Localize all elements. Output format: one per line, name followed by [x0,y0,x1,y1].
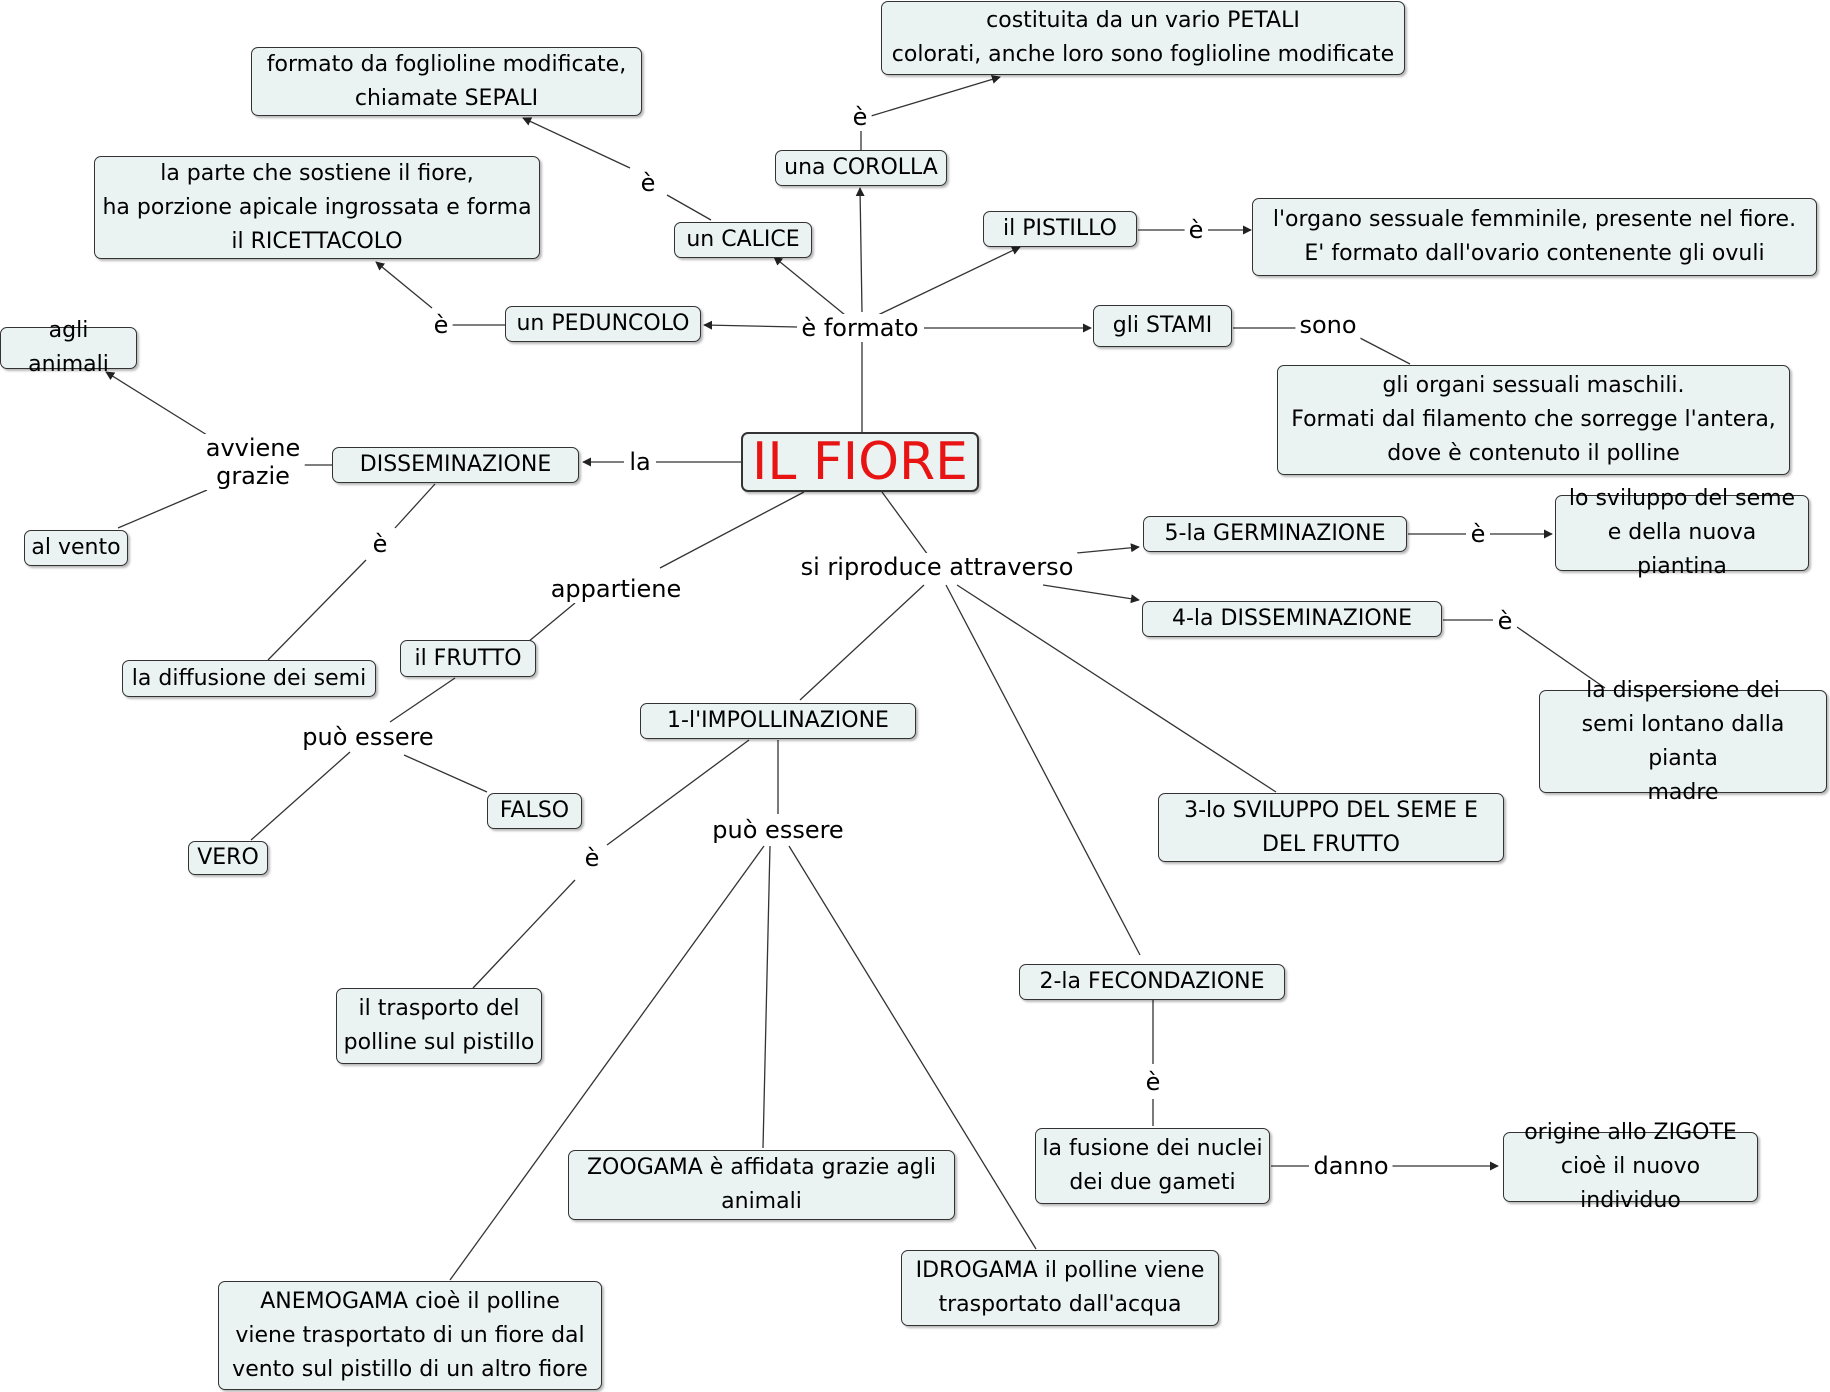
link-label-sono: sono [1295,311,1361,339]
link-label-avviene-grazie: avviene grazie [201,434,305,490]
link-label-e-peduncolo: è [429,311,453,339]
node-diffusione: la diffusione dei semi [122,660,376,697]
node-anemogama: ANEMOGAMA cioè il polline viene trasport… [218,1281,602,1390]
link-label-e-corolla: è [848,103,872,131]
node-stami: gli STAMI [1093,305,1232,347]
node-al-vento: al vento [24,530,128,566]
node-zigote: origine allo ZIGOTE cioè il nuovo indivi… [1503,1120,1758,1213]
node-disseminazione-4: 4-la DISSEMINAZIONE [1142,601,1442,637]
link-label-danno: danno [1309,1152,1393,1180]
node-sepali: formato da foglioline modificate, chiama… [251,47,642,116]
node-agli-animali: agli animali [0,318,137,377]
node-falso: FALSO [487,793,582,829]
node-disseminazione: DISSEMINAZIONE [332,447,579,483]
link-label-e-disseminazione-4: è [1493,607,1517,635]
node-impollinazione: 1-l'IMPOLLINAZIONE [640,703,916,739]
link-label-si-riproduce: si riproduce attraverso [796,553,1078,581]
link-label-e-germinazione: è [1466,520,1490,548]
node-peduncolo: un PEDUNCOLO [505,306,701,342]
node-pistillo-desc: l'organo sessuale femminile, presente ne… [1252,198,1817,276]
main-concept-il-fiore: IL FIORE [741,432,979,492]
node-pistillo: il PISTILLO [983,211,1137,247]
node-dispersione: la dispersione dei semi lontano dalla pi… [1539,678,1827,805]
node-fusione: la fusione dei nuclei dei due gameti [1035,1128,1270,1204]
node-germinazione-desc: lo sviluppo del seme e della nuova piant… [1555,486,1809,579]
link-label-e-fecondazione: è [1141,1068,1165,1096]
node-fecondazione: 2-la FECONDAZIONE [1019,964,1285,1000]
link-label-e-pistillo: è [1184,216,1208,244]
link-label-puo-essere-impollinazione: può essere [708,816,848,844]
node-stami-desc: gli organi sessuali maschili. Formati da… [1277,365,1790,475]
link-label-la: la [625,448,655,476]
link-label-e-impollinazione: è [580,844,604,872]
node-vero: VERO [188,841,268,875]
node-germinazione: 5-la GERMINAZIONE [1143,516,1407,552]
link-label-puo-essere-frutto: può essere [298,723,438,751]
link-label-e-calice: è [636,169,660,197]
link-label-e-formato: è formato [797,314,923,342]
link-label-appartiene: appartiene [546,575,686,603]
node-trasporto: il trasporto del polline sul pistillo [336,988,542,1064]
node-idrogama: IDROGAMA il polline viene trasportato da… [901,1250,1219,1326]
node-sviluppo: 3-lo SVILUPPO DEL SEME E DEL FRUTTO [1158,793,1504,862]
node-corolla: una COROLLA [775,150,947,186]
node-calice: un CALICE [674,222,812,258]
node-petali: costituita da un vario PETALI colorati, … [881,1,1405,75]
node-frutto: il FRUTTO [400,640,536,677]
link-label-e-disseminazione: è [368,530,392,558]
node-zoogama: ZOOGAMA è affidata grazie agli animali [568,1150,955,1220]
node-ricettacolo: la parte che sostiene il fiore, ha porzi… [94,156,540,259]
